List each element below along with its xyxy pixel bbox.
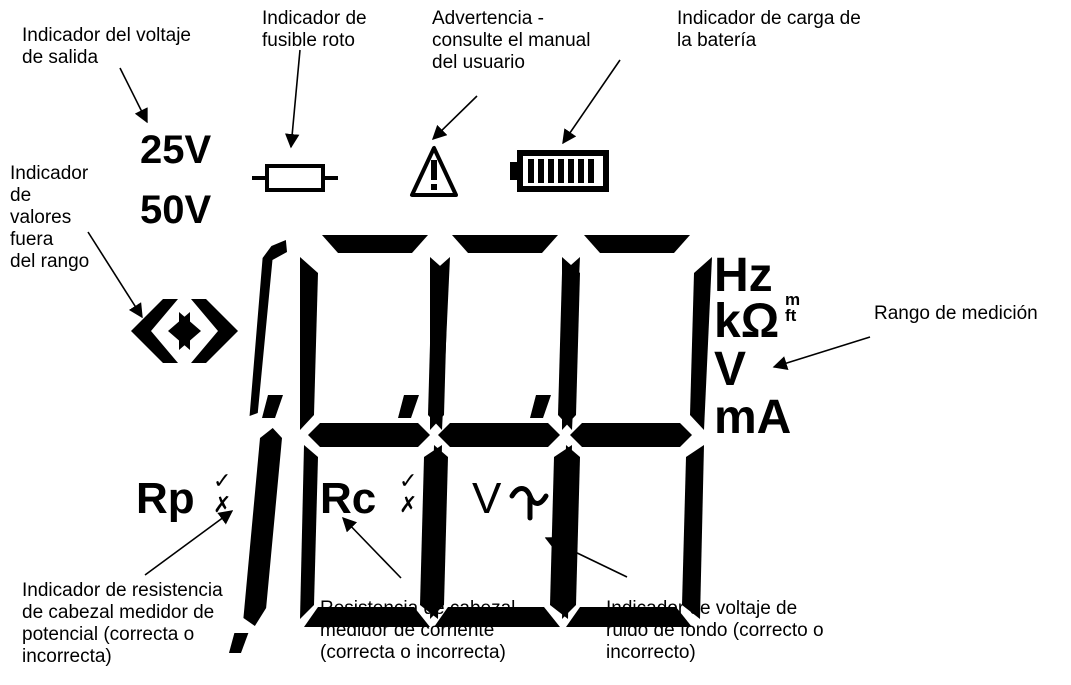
- arrow-current-probe: [341, 516, 402, 579]
- label-battery: Indicador de carga de la batería: [677, 8, 861, 51]
- noise-wave-icon: [509, 486, 549, 521]
- unit-m: m: [785, 290, 801, 309]
- fuse-icon: [252, 164, 338, 192]
- v-check-icon: ✓: [556, 468, 575, 493]
- label-output-voltage: Indicador del voltaje de salida: [22, 25, 191, 68]
- unit-ma: mA: [714, 391, 792, 444]
- rp-check-icon: ✓: [213, 468, 232, 493]
- arrow-output-voltage: [119, 67, 148, 124]
- v-noise-indicator: V: [472, 474, 502, 523]
- label-blown-fuse: Indicador de fusible roto: [262, 8, 367, 51]
- unit-ft: ft: [785, 306, 797, 325]
- digit-display: [228, 235, 712, 653]
- arrow-battery: [562, 59, 621, 145]
- label-out-of-range: Indicador de valores fuera del rango: [10, 163, 90, 272]
- unit-hz: Hz: [714, 249, 773, 302]
- digit-8-c: [562, 235, 712, 627]
- warning-triangle-icon: [410, 146, 458, 197]
- voltage-25v: 25V: [140, 128, 212, 172]
- label-measurement-range: Rango de medición: [874, 303, 1038, 324]
- arrow-warning: [431, 95, 478, 141]
- label-potential-probe: Indicador de resistencia de cabezal medi…: [22, 580, 223, 667]
- arrow-out-of-range: [87, 231, 143, 319]
- out-of-range-arrows-icon: [131, 299, 238, 363]
- rc-check-icon: ✓: [399, 468, 418, 493]
- rp-cross-icon: ✗: [213, 492, 232, 517]
- arrow-blown-fuse: [285, 49, 301, 149]
- arrow-potential-probe: [144, 510, 234, 576]
- voltage-50v: 50V: [140, 188, 212, 232]
- rc-cross-icon: ✗: [399, 492, 418, 517]
- digit-1: [228, 240, 288, 653]
- unit-v: V: [714, 343, 747, 396]
- digit-8-b: [430, 235, 580, 627]
- label-warning: Advertencia - consulte el manual del usu…: [432, 8, 591, 73]
- digit-8-a: [300, 235, 450, 627]
- label-noise-voltage: Indicador de voltaje de ruido de fondo (…: [606, 598, 824, 663]
- v-cross-icon: ✗: [556, 492, 575, 517]
- rc-indicator: Rc: [320, 474, 377, 523]
- arrow-measurement-range: [772, 336, 871, 371]
- battery-icon: [510, 150, 609, 192]
- unit-kohm: kΩ: [714, 295, 780, 348]
- decimal-2: [398, 395, 419, 418]
- rp-indicator: Rp: [136, 474, 195, 523]
- decimal-3: [530, 395, 551, 418]
- decimal-1: [262, 395, 283, 418]
